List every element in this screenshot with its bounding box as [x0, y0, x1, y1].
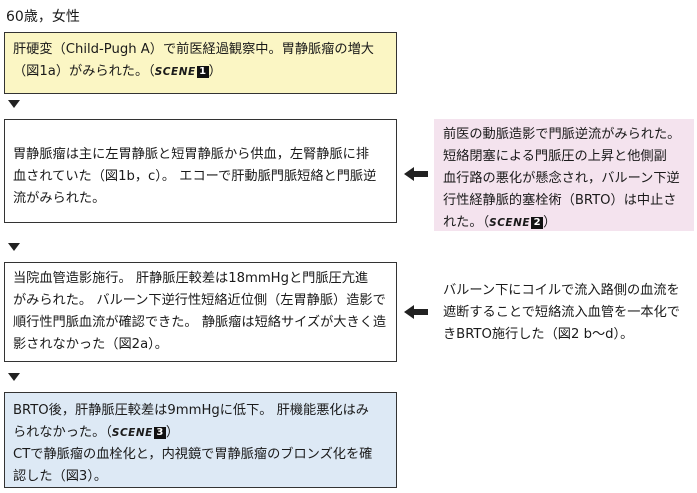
step-3-line-2: がみられた。 バルーン下逆行性短絡近位側（左胃静脈）造影で [13, 293, 386, 308]
side-1-line-1: 前医の動脈造影で門脈逆流がみられた。 [443, 127, 681, 142]
step-4-text-end: ） [165, 425, 179, 440]
down-arrow-icon [8, 373, 20, 381]
scene-label: SCENE [489, 217, 531, 229]
scene-label: SCENE [154, 66, 196, 78]
scene-number-badge: 3 [153, 427, 166, 439]
side-1-text: れた。（ [443, 215, 490, 230]
left-arrow-icon [404, 167, 428, 181]
side-2-line-2: 遮断することで短絡流入血管を一本化で [443, 305, 680, 320]
side-1-line-4: 行性経静脈的塞栓術（BRTO）は中止さ [443, 193, 677, 208]
down-arrow-icon [8, 100, 20, 108]
side-note-1: 前医の動脈造影で門脈逆流がみられた。 短絡閉塞による門脈圧の上昇と他側副 血行路… [434, 119, 694, 231]
left-arrow-icon [404, 305, 428, 319]
scene-number-badge: 2 [531, 217, 544, 229]
step-3-line-4: 影されなかった（図2a）。 [13, 337, 168, 352]
step-1-text: （図1a）がみられた。（ [13, 64, 155, 79]
step-2-line-3: 流がみられた。 [13, 191, 106, 206]
step-1-box: 肝硬変（Child-Pugh A）で前医経過観察中。胃静脈瘤の増大 （図1a）が… [4, 32, 397, 94]
step-2-line-1: 胃静脈瘤は主に左胃静脈と短胃静脈から供血，左腎静脈に排 [13, 147, 370, 162]
step-3-line-1: 当院血管造影施行。 肝静脈圧較差は18mmHgと門脈圧亢進 [13, 271, 369, 286]
step-2-line-2: 血されていた（図1b，c）。 エコーで肝動脈門脈短絡と門脈逆 [13, 169, 377, 184]
side-1-text-end: ） [543, 215, 557, 230]
step-3-line-3: 順行性門脈血流が確認できた。 静脈瘤は短絡サイズが大きく造 [13, 315, 387, 330]
step-1-text-end: ） [208, 64, 222, 79]
scene-number-badge: 1 [196, 66, 209, 78]
step-4-line-4: 認した（図3）。 [13, 469, 108, 484]
side-1-line-3: 血行路の悪化が懸念され，バルーン下逆 [443, 171, 680, 186]
side-note-2: バルーン下にコイルで流入路側の血流を 遮断することで短絡流入血管を一本化で きB… [434, 262, 694, 362]
side-1-line-2: 短絡閉塞による門脈圧の上昇と他側副 [443, 149, 667, 164]
patient-header: 60歳，女性 [6, 9, 80, 25]
side-2-line-3: きBRTO施行した（図2 b～d）。 [443, 327, 634, 342]
step-2-box: 胃静脈瘤は主に左胃静脈と短胃静脈から供血，左腎静脈に排 血されていた（図1b，c… [4, 119, 397, 223]
step-1-line-1: 肝硬変（Child-Pugh A）で前医経過観察中。胃静脈瘤の増大 [13, 42, 374, 57]
scene-label: SCENE [111, 427, 153, 439]
step-4-line-1: BRTO後，肝静脈圧較差は9mmHgに低下。 肝機能悪化はみ [13, 403, 369, 418]
step-4-line-3: CTで静脈瘤の血栓化と，内視鏡で胃静脈瘤のブロンズ化を確 [13, 447, 373, 462]
step-4-text: られなかった。（ [13, 425, 112, 440]
down-arrow-icon [8, 243, 20, 251]
step-3-box: 当院血管造影施行。 肝静脈圧較差は18mmHgと門脈圧亢進 がみられた。 バルー… [4, 262, 397, 362]
side-2-line-1: バルーン下にコイルで流入路側の血流を [443, 283, 680, 298]
step-4-box: BRTO後，肝静脈圧較差は9mmHgに低下。 肝機能悪化はみ られなかった。（S… [4, 392, 397, 488]
